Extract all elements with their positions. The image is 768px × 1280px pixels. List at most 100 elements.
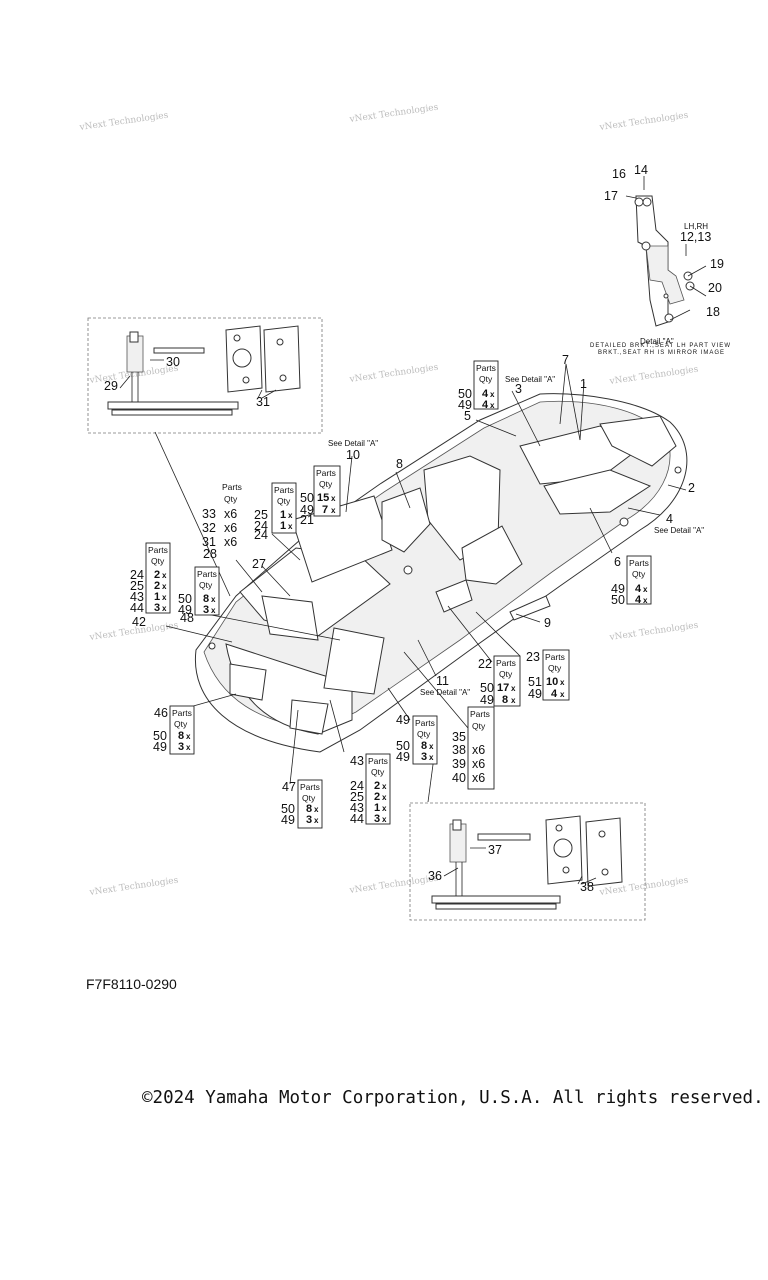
qty-part: 49 xyxy=(611,582,625,596)
qty-part: 49 xyxy=(396,750,410,764)
qty-mult: x xyxy=(382,815,387,824)
qty-part: 50 xyxy=(153,729,167,743)
watermark: vNext Technologies xyxy=(88,876,179,899)
qty-header-parts: Parts xyxy=(300,782,320,792)
qty-value: 4 xyxy=(635,583,642,595)
callout-47: 48 xyxy=(180,611,194,625)
qty-mult: x xyxy=(490,390,495,399)
qty-mult: x xyxy=(211,606,216,615)
callout-37: 38 xyxy=(580,880,594,894)
qty-part: 49 xyxy=(480,693,494,707)
qty-mult: x xyxy=(331,494,336,503)
qty-value: 8 xyxy=(306,803,312,815)
callout-5: 5 xyxy=(464,409,471,423)
qty-value: x6 xyxy=(472,743,485,757)
see-detail-a: See Detail "A" xyxy=(505,375,555,384)
qty-value: 1 xyxy=(280,509,286,521)
qty-value: x6 xyxy=(224,521,237,535)
qty-mult: x xyxy=(490,401,495,410)
callout-8: 8 xyxy=(396,457,403,471)
qty-mult: x xyxy=(186,743,191,752)
qty-part: 31 xyxy=(202,535,216,549)
callout-29: 30 xyxy=(166,355,180,369)
qty-header-qty: Qty xyxy=(632,569,646,579)
callout-17: 18 xyxy=(706,305,720,319)
qty-part: 50 xyxy=(611,593,625,607)
qty-part: 49 xyxy=(528,687,542,701)
see-detail-a: See Detail "A" xyxy=(328,439,378,448)
callout-46: 47 xyxy=(282,780,296,794)
callout-16: 17 xyxy=(604,189,618,203)
watermark: vNext Technologies xyxy=(608,621,699,644)
qty-value: 3 xyxy=(203,604,209,616)
qty-value: 4 xyxy=(482,388,489,400)
qty-header-qty: Qty xyxy=(151,556,165,566)
watermark: vNext Technologies xyxy=(348,103,439,126)
qty-mult: x xyxy=(382,804,387,813)
qty-value: x6 xyxy=(224,535,237,549)
qty-mult: x xyxy=(162,593,167,602)
qty-mult: x xyxy=(331,506,336,515)
qty-value: 2 xyxy=(154,580,160,592)
qty-value: 2 xyxy=(374,791,380,803)
callout-42: 43 xyxy=(350,754,364,768)
qty-value: 4 xyxy=(482,399,489,411)
inset-left xyxy=(87,317,323,434)
qty-header-parts: Parts xyxy=(368,756,388,766)
qty-mult: x xyxy=(162,582,167,591)
qty-header-qty: Qty xyxy=(302,793,316,803)
qty-value: 17 xyxy=(497,682,509,694)
callout-10: 10 xyxy=(346,448,360,462)
qty-header-qty: Qty xyxy=(319,479,333,489)
qty-part: 24 xyxy=(350,779,364,793)
callout-27: 28 xyxy=(203,547,217,561)
qty-part: 24 xyxy=(130,568,144,582)
qty-part: 50 xyxy=(300,491,314,505)
callout-12-13: 12,13 xyxy=(680,230,711,244)
callout-7: 7 xyxy=(562,353,569,367)
qty-header-qty: Qty xyxy=(417,729,431,739)
inset-right xyxy=(409,802,646,921)
qty-mult: x xyxy=(314,805,319,814)
qty-value: 1 xyxy=(374,802,380,814)
qty-part: 38 xyxy=(452,743,466,757)
qty-header-parts: Parts xyxy=(274,485,294,495)
callout-11: 11 xyxy=(436,674,449,688)
qty-mult: x xyxy=(186,732,191,741)
qty-mult: x xyxy=(382,782,387,791)
qty-value: 2 xyxy=(154,569,160,581)
qty-part: 50 xyxy=(480,681,494,695)
callout-30: 31 xyxy=(256,395,270,409)
qty-part: 49 xyxy=(153,740,167,754)
qty-part: 44 xyxy=(130,601,144,615)
qty-part: 50 xyxy=(458,387,472,401)
callout-9: 9 xyxy=(544,616,551,630)
qty-part: 33 xyxy=(202,507,216,521)
callout-36: 37 xyxy=(488,843,502,857)
qty-value: 1 xyxy=(154,591,160,603)
qty-header-qty: Qty xyxy=(472,721,486,731)
qty-mult: x xyxy=(162,604,167,613)
part-code: F7F8110-0290 xyxy=(86,976,177,992)
qty-part: 25 xyxy=(350,790,364,804)
qty-value: 15 xyxy=(317,492,329,504)
qty-value: x6 xyxy=(472,757,485,771)
qty-header-qty: Qty xyxy=(174,719,188,729)
qty-header-parts: Parts xyxy=(172,708,192,718)
qty-mult: x xyxy=(288,511,293,520)
qty-header-qty: Qty xyxy=(277,496,291,506)
qty-header-qty: Qty xyxy=(499,669,513,679)
qty-value: x6 xyxy=(472,771,485,785)
copyright: ©2024 Yamaha Motor Corporation, U.S.A. A… xyxy=(142,1088,764,1108)
callout-21: 22 xyxy=(478,657,492,671)
qty-mult: x xyxy=(211,595,216,604)
callout-48: 49 xyxy=(396,713,410,727)
watermark: vNext Technologies xyxy=(348,363,439,386)
qty-header-qty: Qty xyxy=(224,494,238,504)
qty-header-qty: Qty xyxy=(199,580,213,590)
qty-value: 3 xyxy=(178,741,184,753)
callout-6: 6 xyxy=(614,555,621,569)
callout-4: 4 xyxy=(666,512,673,526)
qty-part: 25 xyxy=(130,579,144,593)
watermark: vNext Technologies xyxy=(598,111,689,134)
